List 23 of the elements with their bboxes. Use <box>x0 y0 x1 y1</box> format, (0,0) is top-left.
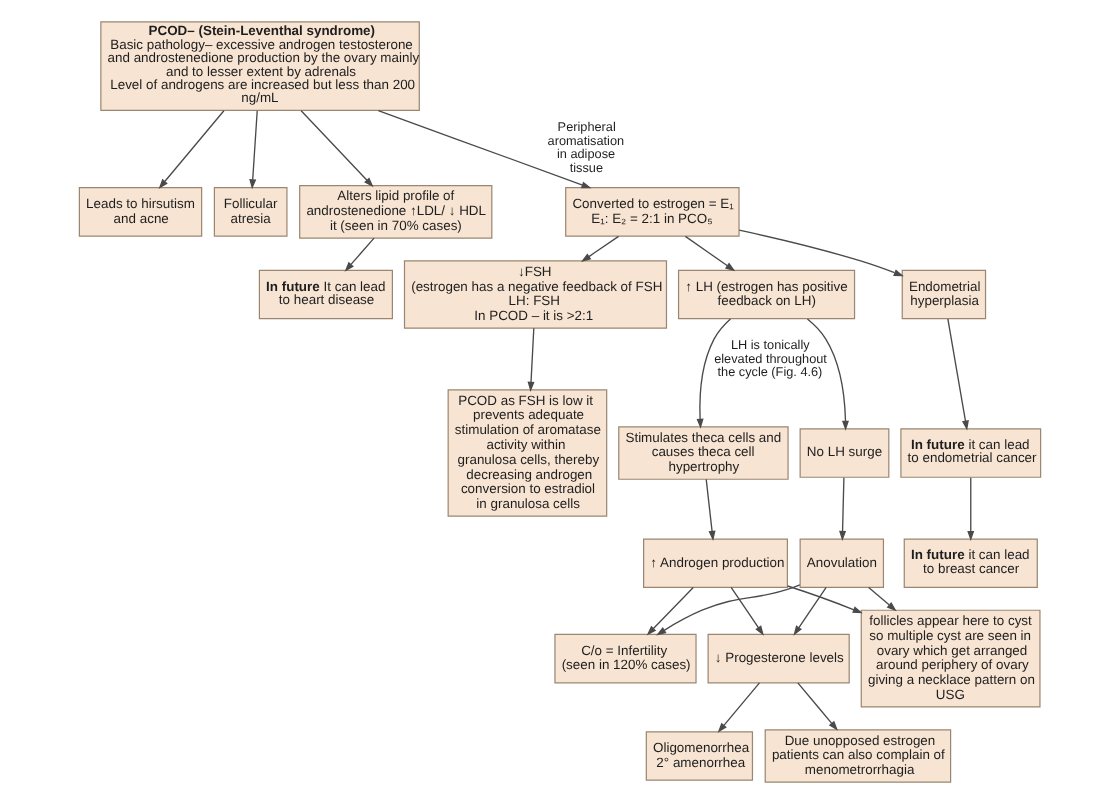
arrow <box>158 110 225 189</box>
arrow <box>646 586 694 636</box>
arrow <box>839 477 847 541</box>
arrow <box>696 318 732 429</box>
arrow <box>300 110 374 188</box>
arrow <box>656 584 801 636</box>
arrow <box>947 318 969 431</box>
arrow <box>730 586 764 636</box>
arrow <box>344 237 375 272</box>
arrow <box>806 318 849 431</box>
arrow <box>527 327 535 392</box>
arrow <box>705 478 716 541</box>
arrow <box>377 109 592 189</box>
arrow <box>967 477 975 541</box>
arrow <box>793 586 827 636</box>
arrow <box>684 235 736 272</box>
arrow <box>717 682 761 733</box>
arrow <box>738 229 904 277</box>
arrow <box>797 682 838 731</box>
arrow <box>868 586 897 612</box>
arrow <box>787 585 863 614</box>
arrow <box>581 235 620 263</box>
arrow <box>249 110 258 190</box>
